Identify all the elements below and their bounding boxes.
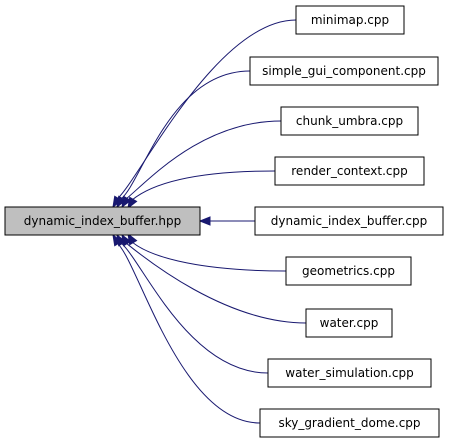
edges-layer — [112, 19, 307, 424]
arrowhead — [112, 233, 123, 247]
edge-minimap — [112, 19, 297, 209]
node-sky-gradient-dome[interactable]: sky_gradient_dome.cpp — [259, 408, 440, 438]
node-box — [267, 358, 432, 388]
root-node-box — [4, 206, 201, 236]
edge-render-context — [127, 170, 276, 210]
node-box — [305, 308, 393, 338]
root-node-label: dynamic_index_buffer.hpp — [24, 214, 182, 228]
node-water-simulation[interactable]: water_simulation.cpp — [267, 358, 432, 388]
edge-chunk-umbra — [121, 120, 282, 209]
node-box — [295, 5, 405, 35]
node-minimap[interactable]: minimap.cpp — [295, 5, 405, 35]
edge-dynamic-index-buffer-cpp — [198, 216, 255, 226]
node-box — [254, 206, 444, 236]
node-label: render_context.cpp — [291, 164, 407, 178]
nodes-layer: dynamic_index_buffer.hpp minimap.cpp simp… — [4, 5, 444, 438]
edge-line — [125, 120, 282, 200]
node-label: dynamic_index_buffer.cpp — [271, 214, 427, 228]
node-render-context[interactable]: render_context.cpp — [274, 156, 425, 186]
node-chunk-umbra[interactable]: chunk_umbra.cpp — [280, 106, 419, 136]
arrowhead — [127, 196, 138, 210]
edge-geometrics — [127, 232, 287, 272]
edge-simple-gui-component — [116, 70, 251, 209]
node-label: minimap.cpp — [311, 13, 389, 27]
node-box — [285, 256, 412, 286]
node-box — [249, 56, 439, 86]
arrowhead — [116, 195, 127, 209]
edge-line — [120, 242, 269, 374]
node-simple-gui-component[interactable]: simple_gui_component.cpp — [249, 56, 439, 86]
edge-line — [116, 242, 261, 424]
root-node[interactable]: dynamic_index_buffer.hpp — [4, 206, 201, 236]
edge-water — [121, 233, 307, 324]
node-water[interactable]: water.cpp — [305, 308, 393, 338]
edge-line — [120, 70, 251, 200]
arrowhead — [198, 216, 211, 226]
node-label: water_simulation.cpp — [285, 366, 413, 380]
edge-line — [125, 242, 307, 324]
node-label: chunk_umbra.cpp — [296, 114, 403, 128]
node-label: simple_gui_component.cpp — [262, 64, 426, 78]
edge-sky-gradient-dome — [112, 233, 261, 424]
node-box — [259, 408, 440, 438]
node-geometrics[interactable]: geometrics.cpp — [285, 256, 412, 286]
edge-line — [116, 19, 297, 200]
edge-line — [131, 170, 276, 201]
arrowhead — [121, 195, 132, 209]
node-box — [280, 106, 419, 136]
node-dynamic-index-buffer-cpp[interactable]: dynamic_index_buffer.cpp — [254, 206, 444, 236]
edge-water-simulation — [116, 233, 269, 374]
arrowhead — [127, 232, 138, 246]
node-label: sky_gradient_dome.cpp — [278, 416, 420, 430]
edge-line — [131, 241, 287, 272]
node-label: water.cpp — [320, 316, 379, 330]
node-box — [274, 156, 425, 186]
node-label: geometrics.cpp — [302, 264, 395, 278]
